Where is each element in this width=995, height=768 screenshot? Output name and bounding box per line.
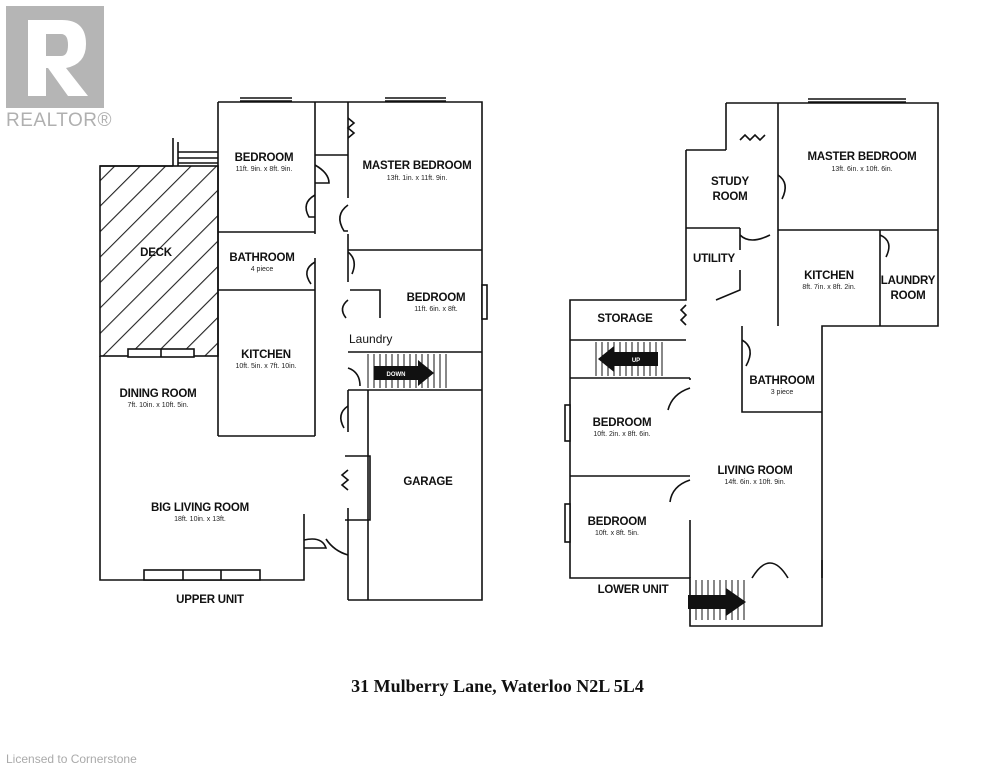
utility-label: UTILITY [692, 253, 736, 265]
lower-bathroom-label: BATHROOM [749, 375, 815, 387]
property-address: 31 Mulberry Lane, Waterloo N2L 5L4 [351, 676, 644, 696]
upper-kitchen-dims: 10ft. 5in. x 7ft. 10in. [235, 363, 297, 370]
laundry-room-label: LAUNDRY ROOM [880, 275, 936, 302]
upper-master-bedroom-dims: 13ft. 1in. x 11ft. 9in. [386, 175, 448, 182]
upper-laundry-label: Laundry [349, 332, 393, 346]
lower-kitchen-dims: 8ft. 7in. x 8ft. 2in. [802, 284, 856, 291]
big-living-room-dims: 18ft. 10in. x 13ft. [174, 516, 226, 523]
stairs-down-arrow-icon: DOWN [374, 360, 434, 386]
upper-unit-label: UPPER UNIT [176, 594, 244, 606]
big-living-room-label: BIG LIVING ROOM [151, 502, 249, 514]
dining-room-dims: 7ft. 10in. x 10ft. 5in. [127, 402, 189, 409]
lower-bedroom2-label: BEDROOM [587, 516, 647, 528]
lower-living-room-dims: 14ft. 6in. x 10ft. 9in. [724, 479, 786, 486]
upper-bedroom-label: BEDROOM [234, 152, 294, 164]
upper-master-bedroom-label: MASTER BEDROOM [362, 160, 472, 172]
realtor-logo-text: REALTOR® [6, 110, 112, 131]
upper-bedroom-dims: 11ft. 9in. x 8ft. 9in. [235, 166, 293, 173]
realtor-logo-icon [6, 6, 104, 108]
stairs-up-arrow-icon: UP [598, 346, 658, 372]
study-room-label: STUDY ROOM [711, 176, 749, 203]
storage-label: STORAGE [597, 313, 653, 325]
lower-master-bedroom-dims: 13ft. 6in. x 10ft. 6in. [831, 166, 893, 173]
license-footer: Licensed to Cornerstone [6, 752, 137, 766]
lower-bedroom2-dims: 10ft. x 8ft. 5in. [595, 530, 639, 537]
upper-bathroom-label: BATHROOM [229, 252, 295, 264]
entry-arrow-icon [688, 588, 746, 616]
lower-bathroom-dims: 3 piece [770, 389, 794, 396]
lower-master-bedroom-label: MASTER BEDROOM [807, 151, 917, 163]
lower-bedroom1-dims: 10ft. 2in. x 8ft. 6in. [593, 431, 651, 438]
garage-label: GARAGE [403, 476, 453, 488]
deck-label: DECK [140, 247, 172, 259]
lower-living-room-label: LIVING ROOM [717, 465, 793, 477]
lower-bedroom1-label: BEDROOM [592, 417, 652, 429]
lower-unit-label: LOWER UNIT [597, 584, 669, 596]
lower-kitchen-label: KITCHEN [804, 270, 854, 282]
upper-kitchen-label: KITCHEN [241, 349, 291, 361]
svg-text:UP: UP [632, 358, 640, 364]
upper-bathroom-dims: 4 piece [250, 266, 274, 273]
upper-bedroom2-label: BEDROOM [406, 292, 466, 304]
dining-room-label: DINING ROOM [119, 388, 197, 400]
svg-text:DOWN: DOWN [387, 372, 406, 378]
upper-bedroom2-dims: 11ft. 6in. x 8ft. [414, 306, 458, 313]
